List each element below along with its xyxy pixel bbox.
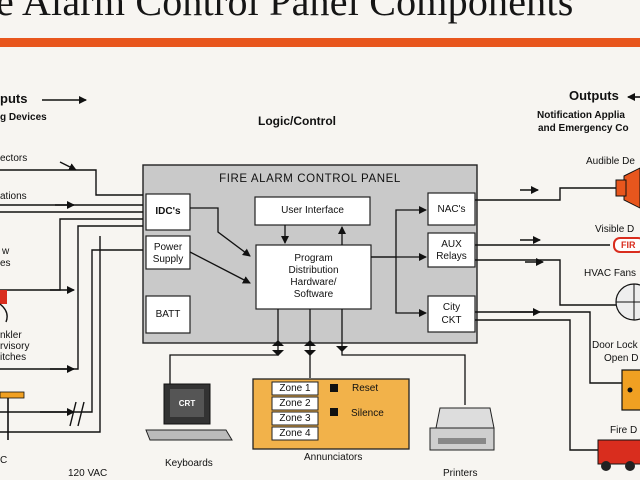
outputs-subheader-1: Notification Applia bbox=[537, 110, 625, 121]
power-to-program-arrow bbox=[189, 251, 251, 284]
inputs-subheader: g Devices bbox=[0, 112, 47, 123]
printer-link bbox=[341, 309, 466, 405]
title-underline bbox=[0, 38, 640, 47]
fire-dept-label: Fire D bbox=[610, 425, 638, 436]
stations-label: ations bbox=[0, 191, 27, 202]
zone-3-label: Zone 3 bbox=[279, 413, 311, 424]
page-title: e Alarm Control Panel Components bbox=[0, 0, 574, 24]
keyboard-icon bbox=[145, 429, 233, 441]
printer-icon bbox=[435, 407, 495, 429]
program-label-2: Distribution bbox=[288, 265, 339, 276]
city-label-1: City bbox=[442, 302, 461, 313]
crt-link bbox=[169, 309, 279, 388]
reset-indicator bbox=[330, 384, 338, 392]
program-label-3: Hardware/ bbox=[290, 277, 337, 288]
visible-label: Visible D bbox=[595, 224, 635, 235]
panel-title: FIRE ALARM CONTROL PANEL bbox=[219, 173, 401, 185]
hvac-line bbox=[475, 259, 640, 306]
city-ckt-box bbox=[427, 295, 476, 333]
flow-label-1: w bbox=[2, 246, 10, 257]
program-box bbox=[255, 244, 372, 310]
outputs-subheader-2: and Emergency Co bbox=[538, 123, 629, 134]
vac-label: 120 VAC bbox=[68, 468, 108, 479]
aux-label-2: Relays bbox=[436, 251, 467, 262]
audible-line bbox=[475, 187, 640, 201]
power-label-1: Power bbox=[153, 242, 183, 253]
detectors-line bbox=[0, 169, 143, 196]
program-to-city-arrow bbox=[395, 257, 427, 317]
reset-label: Reset bbox=[352, 383, 379, 394]
zone-2-label: Zone 2 bbox=[279, 398, 311, 409]
printers-label: Printers bbox=[443, 468, 478, 479]
audible-label: Audible De bbox=[586, 156, 635, 167]
sprinkler-label-1: nkler bbox=[0, 330, 22, 341]
door-label-2: Open D bbox=[604, 353, 639, 364]
program-label-4: Software bbox=[293, 289, 334, 300]
fire-sign-label: FIR bbox=[621, 240, 636, 250]
batt-box bbox=[145, 295, 191, 334]
fire-sign-icon bbox=[613, 237, 640, 253]
idc-label: IDC's bbox=[155, 206, 181, 217]
idc-box bbox=[145, 193, 191, 231]
aux-relays-box bbox=[427, 232, 476, 268]
power-label-2: Supply bbox=[152, 254, 184, 265]
fire-truck-icon bbox=[597, 439, 640, 465]
zone-1-label: Zone 1 bbox=[279, 383, 311, 394]
flow-label-2: es bbox=[0, 258, 11, 269]
idc-to-program-arrow bbox=[190, 207, 251, 257]
user-interface-box bbox=[254, 196, 371, 226]
aux-label-1: AUX bbox=[441, 239, 462, 250]
waterflow-line bbox=[0, 218, 143, 291]
outputs-header: Outputs bbox=[569, 88, 619, 103]
sprinkler-label-2: rvisory bbox=[0, 341, 30, 352]
keyboards-label: Keyboards bbox=[165, 458, 213, 469]
ac-label: C bbox=[0, 455, 8, 466]
sprinkler-label-3: itches bbox=[0, 352, 27, 363]
silence-indicator bbox=[330, 408, 338, 416]
logic-header: Logic/Control bbox=[258, 114, 336, 128]
program-label-1: Program bbox=[294, 253, 333, 264]
hvac-label: HVAC Fans bbox=[584, 268, 637, 279]
crt-label: CRT bbox=[178, 399, 196, 408]
annunciators-label: Annunciators bbox=[304, 452, 363, 463]
user-interface-label: User Interface bbox=[281, 205, 344, 216]
sprinkler-line bbox=[0, 225, 143, 370]
silence-label: Silence bbox=[351, 408, 384, 419]
zone-4-label: Zone 4 bbox=[279, 428, 311, 439]
detectors-label: ectors bbox=[0, 153, 28, 164]
ac-device-icon bbox=[0, 391, 25, 399]
flow-switch-icon bbox=[0, 290, 7, 304]
city-label-2: CKT bbox=[441, 315, 462, 326]
nac-box bbox=[427, 192, 476, 226]
door-label-1: Door Lock bbox=[592, 340, 638, 351]
nac-label: NAC's bbox=[437, 204, 466, 215]
inputs-header: puts bbox=[0, 91, 28, 106]
batt-label: BATT bbox=[155, 309, 181, 320]
